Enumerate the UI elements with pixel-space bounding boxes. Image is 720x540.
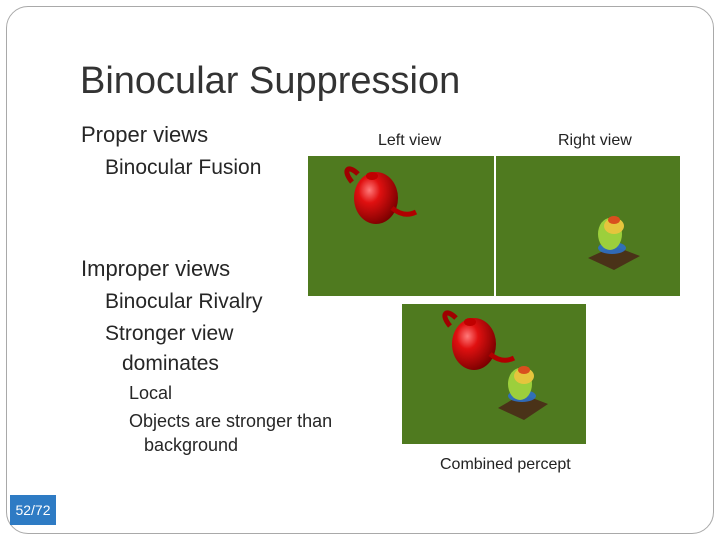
bullet-improper-views: Improper views [80,256,230,282]
page-number-badge: 52/72 [10,495,56,525]
bullet-text: Local [129,383,173,403]
bullet-binocular-rivalry: Binocular Rivalry [104,290,263,314]
caption-right-view: Right view [558,132,632,149]
bullet-stronger-view: Stronger view [104,322,233,346]
slide-frame [6,6,714,534]
left-view-image [308,156,494,296]
bullet-proper-views: Proper views [80,122,208,148]
bullet-stronger-view-cont: dominates [122,352,219,375]
bullet-text: Proper views [81,122,209,147]
slide-title: Binocular Suppression [80,60,461,102]
bullet-local: Local [128,383,172,404]
bullet-text: Binocular Rivalry [105,290,263,313]
bullet-objects-cont: background [144,435,239,455]
bullet-binocular-fusion: Binocular Fusion [104,156,261,180]
caption-combined-percept: Combined percept [440,456,571,473]
bullet-text: Stronger view [105,322,234,345]
teapot-icon [442,310,516,370]
bullet-objects: Objects are stronger than [128,411,332,432]
object-on-base-icon [588,216,640,270]
object-on-base-icon [498,366,548,420]
bullet-text: Improper views [81,256,231,281]
bullet-text: Objects are stronger than [129,411,333,431]
caption-left-view: Left view [378,132,442,149]
combined-percept-image [402,304,586,444]
teapot-icon [344,166,418,224]
right-view-image [496,156,680,296]
bullet-text: Binocular Fusion [105,156,262,179]
